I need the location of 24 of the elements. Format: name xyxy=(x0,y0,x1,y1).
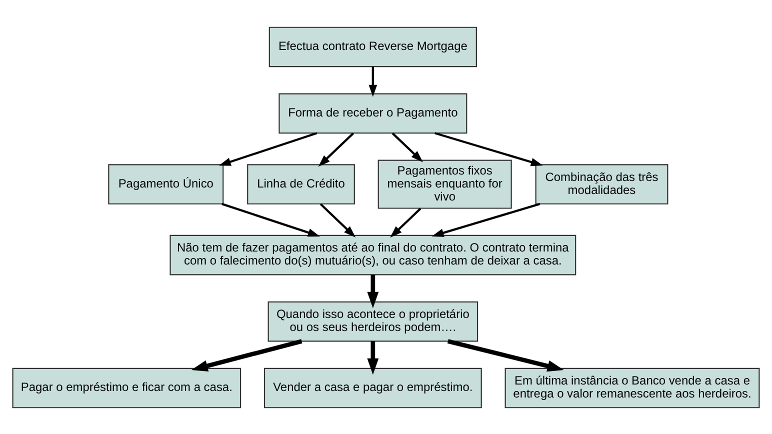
arrow xyxy=(320,202,356,238)
node-box: Não tem de fazer pagamentos até ao final do contrato. O contrato termina com o falecimento do(s) mutuário(s), ou caso tenham de deixar a casa. xyxy=(170,234,576,275)
node-box: Pagar o empréstimo e ficar com a casa. xyxy=(12,367,242,408)
node-box: Quando isso acontece o proprietário ou os seus herdeiros podem…. xyxy=(268,300,478,342)
node-box: Efectua contrato Reverse Mortgage xyxy=(268,26,477,67)
arrow xyxy=(368,66,378,96)
arrow xyxy=(218,132,318,166)
arrow xyxy=(367,274,379,308)
arrow xyxy=(318,132,354,166)
node-box: Combinação das três modalidades xyxy=(535,164,668,204)
arrow xyxy=(390,207,422,238)
arrow xyxy=(222,202,320,236)
node-box: Pagamentos fixos mensais enquanto for vivo xyxy=(378,159,512,208)
node-box: Em última instância o Banco vende a casa e entrega o valor remanescente aos herdeiros. xyxy=(504,367,760,408)
arrow xyxy=(191,338,302,371)
node-box: Linha de Crédito xyxy=(247,164,355,204)
node-box: Pagamento Único xyxy=(108,164,224,204)
arrow xyxy=(434,132,543,166)
arrow xyxy=(447,338,564,372)
arrow xyxy=(367,340,379,374)
node-box: Forma de receber o Pagamento xyxy=(278,92,468,134)
arrow xyxy=(392,132,423,162)
arrow xyxy=(432,202,540,236)
node-box: Vender a casa e pagar o empréstimo. xyxy=(264,367,482,408)
